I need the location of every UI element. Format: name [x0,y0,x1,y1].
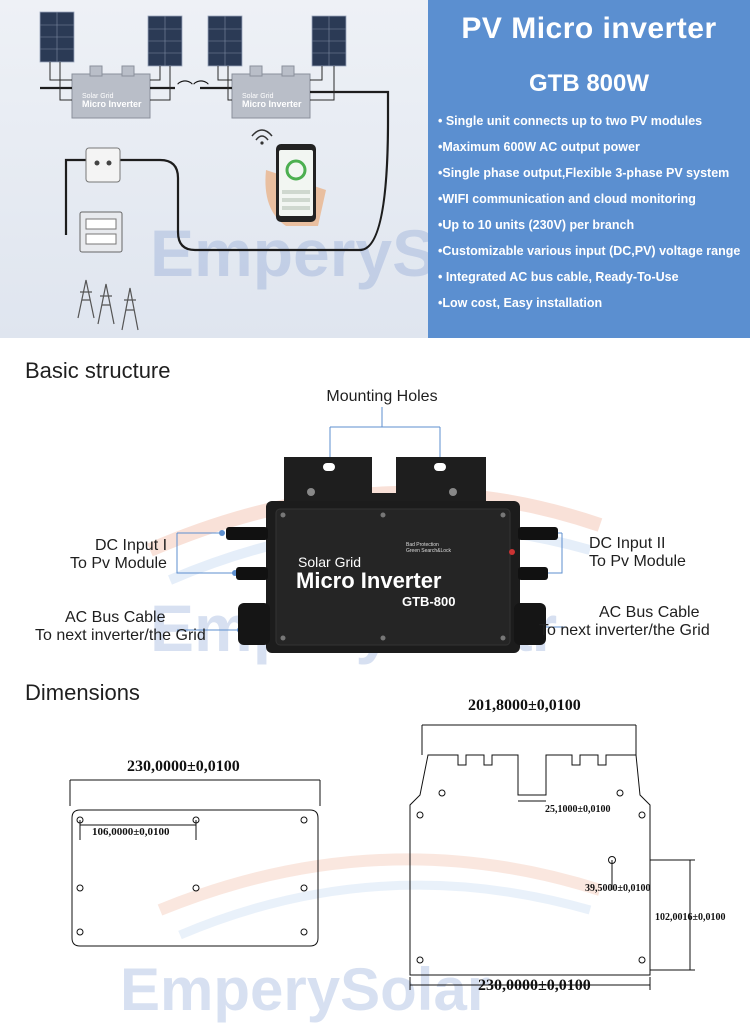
svg-text:Micro Inverter: Micro Inverter [242,99,302,109]
meter-icon [79,211,123,253]
svg-text:⌒⌒: ⌒⌒ [177,79,209,98]
ac-bus-right-line2: To next inverter/the Grid [539,622,710,639]
dimension-right-bottom-width: 230,0000±0,0100 [478,977,591,994]
mounting-holes-label: Mounting Holes [326,388,438,405]
device-model: GTB-800 [402,594,456,609]
section-heading-structure: Basic structure [25,358,171,383]
dimension-right-height: 102,0016±0,0100 [655,912,726,923]
dimension-left-width: 230,0000±0,0100 [127,758,240,775]
inverter-structure-drawing [176,407,565,653]
ac-bus-right-label: AC Bus Cable To next inverter/the Grid [539,604,710,640]
feature-item: • Single unit connects up to two PV modu… [438,114,703,128]
dc-input-2-line2: To Pv Module [589,553,686,570]
feature-item: •Single phase output,Flexible 3-phase PV… [438,166,730,180]
ac-bus-left-label: AC Bus Cable To next inverter/the Grid [35,609,206,645]
feature-item: • Integrated AC bus cable, Ready-To-Use [438,270,679,284]
product-model: GTB 800W [528,70,650,97]
svg-text:Solar Grid: Solar Grid [242,93,274,100]
feature-item: •Maximum 600W AC output power [438,140,640,154]
watermark-swoosh [157,853,602,940]
product-title: PV Micro inverter [461,12,717,45]
device-brand: Solar Grid [298,554,362,570]
dimension-right-hole-offset: 39,5000±0,0100 [585,883,651,894]
svg-text:Micro Inverter: Micro Inverter [82,99,142,109]
section-heading-dimensions: Dimensions [25,680,140,705]
dimension-right-top-width: 201,8000±0,0100 [468,697,581,714]
feature-item: •Up to 10 units (230V) per branch [438,218,635,232]
feature-panel: PV Micro inverter GTB 800W • Single unit… [428,0,750,338]
inverter-label-small: Solar Grid [82,93,114,100]
feature-item: •Customizable various input (DC,PV) volt… [438,244,741,258]
product-banner: EmperySolar [0,0,750,338]
dimension-left-hole-spacing: 106,0000±0,0100 [92,826,170,838]
wifi-icon [251,129,273,141]
ac-bus-right-line1: AC Bus Cable [599,604,700,621]
dc-input-2-line1: DC Input II [589,535,666,552]
system-diagram: EmperySolar [0,0,557,338]
dimension-drawing-top-view [409,724,695,990]
dc-input-1-label: DC Input I To Pv Module [70,537,168,573]
solar-panel-icon [39,11,347,67]
socket-icon [85,147,121,183]
status-line: Bad Protection [406,542,439,548]
device-name: Micro Inverter [296,568,442,593]
dc-input-1-line2: To Pv Module [70,555,167,572]
status-line: Green Search&Lock [406,548,452,554]
power-tower-icon [77,279,139,331]
ac-bus-left-line2: To next inverter/the Grid [35,627,206,644]
system-diagram-graphic: Solar Grid Micro Inverter Solar Grid Mic… [39,11,390,331]
ac-bus-left-line1: AC Bus Cable [65,609,166,626]
dimension-right-notch: 25,1000±0,0100 [545,804,611,815]
feature-item: •WIFI communication and cloud monitoring [438,192,696,206]
micro-inverter-body [226,457,558,653]
dc-input-1-line1: DC Input I [95,537,168,554]
dimension-drawing-bottom-view [69,779,321,947]
micro-inverter-icon [71,65,311,119]
feature-item: •Low cost, Easy installation [438,296,603,310]
device-status-label: Bad Protection Green Search&Lock [406,542,451,554]
dc-input-2-label: DC Input II To Pv Module [589,535,686,571]
